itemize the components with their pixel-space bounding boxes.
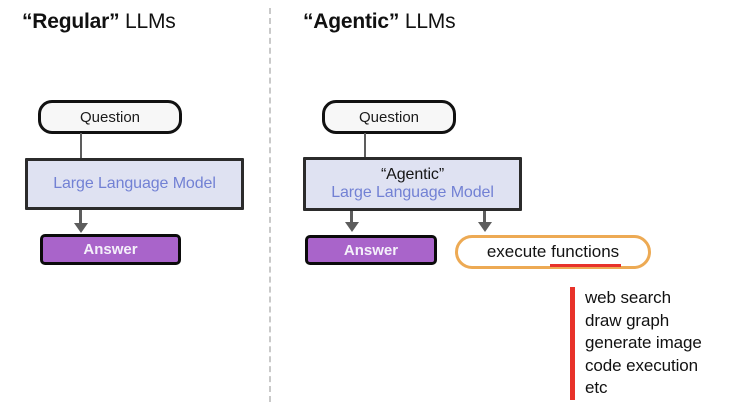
left-title-rest: LLMs — [119, 10, 176, 33]
left-answer-label: Answer — [83, 241, 138, 258]
list-item: code execution — [585, 355, 698, 375]
right-question-node: Question — [322, 100, 456, 134]
left-llm-label: Large Language Model — [53, 174, 216, 192]
left-panel-title: “Regular” LLMs — [22, 10, 176, 34]
right-llm-to-answer-arrow — [350, 211, 353, 223]
list-item: web search — [585, 288, 671, 307]
function-list: web search draw graph generate image cod… — [570, 287, 702, 400]
list-item: etc — [585, 378, 608, 397]
left-question-to-llm-connector — [80, 133, 82, 159]
execute-functions-underlined: functions — [550, 242, 622, 267]
right-llm-label-top: “Agentic” — [380, 165, 445, 183]
right-llm-label-bottom: Large Language Model — [331, 184, 494, 201]
left-llm-node: Large Language Model — [25, 158, 244, 210]
left-question-label: Question — [79, 108, 141, 126]
right-question-label: Question — [358, 108, 420, 126]
list-item: generate image — [585, 333, 702, 352]
left-title-quoted: “Regular” — [22, 10, 120, 33]
list-item: draw graph — [585, 310, 670, 330]
right-panel-title: “Agentic” LLMs — [303, 10, 456, 34]
right-title-quoted: “Agentic” — [303, 10, 400, 33]
execute-functions-node: execute functions — [455, 235, 651, 269]
right-llm-to-execute-arrow — [483, 211, 486, 223]
right-agentic-llm-node: “Agentic” Large Language Model — [303, 157, 522, 211]
panel-divider — [269, 8, 271, 402]
left-question-node: Question — [38, 100, 182, 134]
execute-functions-text: execute functions — [486, 242, 622, 267]
left-answer-node: Answer — [40, 234, 181, 265]
right-answer-label: Answer — [343, 241, 399, 259]
right-answer-node: Answer — [305, 235, 437, 265]
left-llm-to-answer-arrow — [79, 210, 82, 224]
right-question-to-llm-connector — [364, 133, 366, 158]
execute-prefix: execute — [486, 242, 552, 261]
right-title-rest: LLMs — [399, 10, 456, 33]
